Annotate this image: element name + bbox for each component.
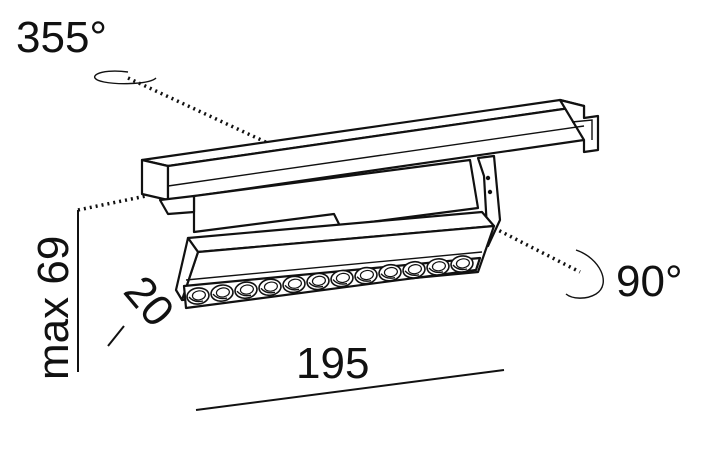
tilt-90-label: 90° — [616, 257, 683, 306]
led-lens — [426, 258, 450, 276]
tilt-bracket — [476, 154, 502, 248]
led-lens — [306, 272, 330, 291]
width-label: 20 — [114, 267, 183, 336]
length-label: 195 — [296, 339, 369, 388]
led-lens — [282, 275, 306, 294]
bracket-hole-top — [485, 175, 491, 181]
rotation-90-arc — [565, 249, 604, 299]
tilt-axis-90 — [493, 226, 581, 274]
led-lens-row — [186, 255, 474, 305]
rotation-355-arc — [93, 70, 157, 85]
luminaire-end — [174, 236, 200, 302]
rotation-axis-355 — [127, 76, 331, 174]
led-lens — [210, 284, 234, 302]
led-lens — [330, 269, 354, 288]
led-lens — [234, 281, 258, 300]
led-lens — [450, 255, 474, 273]
rotation-355-label: 355° — [16, 13, 107, 62]
led-lens — [378, 263, 402, 282]
bracket-hole-bottom — [487, 189, 493, 195]
height-leader-dotted — [77, 194, 147, 212]
track-rail-edge — [167, 125, 585, 187]
adapter-foot — [158, 194, 196, 216]
track-rail-end-profile — [558, 98, 600, 154]
led-lens — [258, 278, 282, 297]
led-lens — [354, 266, 378, 285]
width-dimension-line — [107, 325, 125, 347]
track-rail-front — [140, 158, 170, 202]
track-rail-groove — [571, 119, 593, 140]
led-lens — [186, 287, 210, 305]
led-lens — [402, 260, 426, 279]
lens-panel-edge — [185, 251, 483, 281]
length-dimension-line — [195, 369, 505, 411]
height-label: max 69 — [29, 236, 78, 380]
